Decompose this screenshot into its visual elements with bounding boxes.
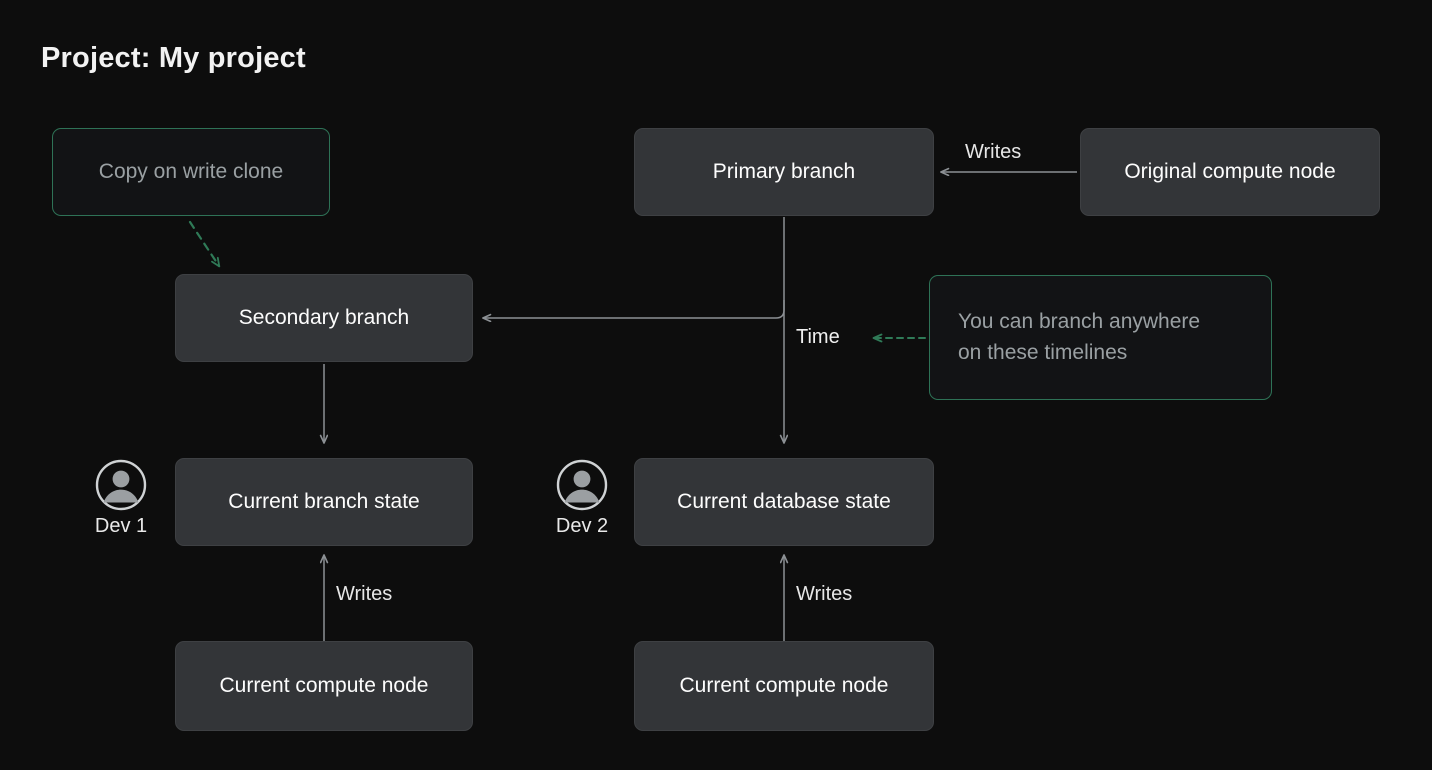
user-avatar-icon [95,459,147,511]
node-current-branch-state[interactable]: Current branch state [175,458,473,546]
node-current-database-state[interactable]: Current database state [634,458,934,546]
edge-copy-on-write-to-secondary [188,220,221,268]
actor-dev-1[interactable]: Dev 1 [77,459,165,538]
actor-label: Dev 2 [555,515,609,537]
node-label: Secondary branch [238,305,410,329]
edge-primary-to-secondary-branch [483,300,785,318]
node-label: Primary branch [712,159,856,183]
actor-dev-2[interactable]: Dev 2 [538,459,626,538]
node-label: Current compute node [679,673,889,697]
callout-line-1: You can branch anywhere [958,310,1201,334]
node-original-compute-node[interactable]: Original compute node [1080,128,1380,216]
node-primary-branch[interactable]: Primary branch [634,128,934,216]
node-current-compute-node-left[interactable]: Current compute node [175,641,473,731]
actor-label: Dev 1 [94,515,148,537]
edge-label-writes-right: Writes [796,583,853,605]
page-title: Project: My project [41,42,306,74]
node-label: Copy on write clone [98,159,284,183]
node-copy-on-write-clone[interactable]: Copy on write clone [52,128,330,216]
node-label: Current compute node [219,673,429,697]
node-secondary-branch[interactable]: Secondary branch [175,274,473,362]
node-label: Original compute node [1124,159,1336,183]
edge-label-writes-top: Writes [965,141,1022,163]
node-current-compute-node-right[interactable]: Current compute node [634,641,934,731]
node-timeline-callout[interactable]: You can branch anywhere on these timelin… [929,275,1272,400]
node-label: Current branch state [228,489,420,513]
user-avatar-icon [556,459,608,511]
callout-line-2: on these timelines [958,340,1128,364]
edge-label-time: Time [796,326,840,348]
node-label: Current database state [677,489,891,513]
edge-label-writes-left: Writes [336,583,393,605]
